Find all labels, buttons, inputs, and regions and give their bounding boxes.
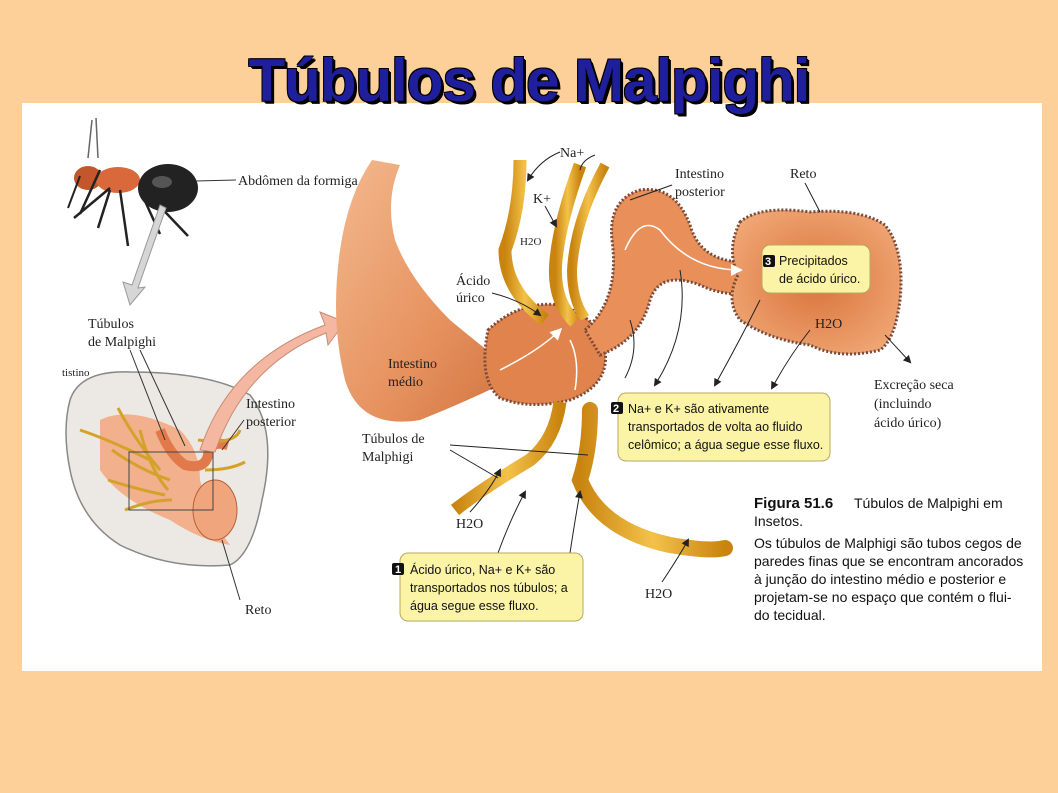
step-3-number: 3 — [765, 256, 771, 268]
midgut — [336, 160, 510, 422]
step-2-line1: Na+ e K+ são ativamente — [628, 402, 769, 416]
hindgut-left-label-line2: posterior — [246, 415, 296, 430]
hindgut — [583, 187, 772, 357]
malpighi-left-label-line1: Túbulos — [88, 317, 134, 332]
step-2-line3: celômico; a água segue esse fluxo. — [628, 438, 823, 452]
abdomen-label: Abdômen da formiga — [238, 174, 359, 189]
caption-heading-line1: Túbulos de Malpighi em — [854, 495, 1003, 511]
step-1-line2: transportados nos túbulos; a — [410, 581, 568, 595]
slide-title: Túbulos de Malpighi — [248, 47, 811, 114]
h2o-small-label: H2O — [520, 236, 541, 248]
abdomen-leader — [195, 179, 237, 182]
tubule-upper-right — [548, 162, 587, 327]
hindgut-right-label-line1: Intestino — [675, 167, 724, 182]
zoom-arrow — [199, 311, 346, 453]
step-2-box: 2 Na+ e K+ são ativamente transportados … — [611, 392, 831, 462]
dry-excretion-label-line3: ácido úrico) — [874, 416, 942, 431]
k-ion-label: K+ — [533, 192, 551, 207]
hindgut-left-label-line1: Intestino — [246, 397, 295, 412]
malpighi-left-leader — [129, 349, 166, 441]
tubule-lower-left — [450, 401, 567, 516]
caption-body-line2: paredes finas que se encontram ancorados — [754, 553, 1023, 569]
malpighi-left-label-line2: de Malpighi — [88, 335, 156, 350]
caption-body-line5: do tecidual. — [754, 607, 826, 623]
h2o-bottom-label: H2O — [645, 587, 672, 602]
caption-figure-label: Figura 51.6 — [754, 495, 833, 512]
hindgut-right-label-line2: posterior — [675, 185, 725, 200]
step-1-box: 1 Ácido úrico, Na+ e K+ são transportado… — [392, 552, 584, 622]
tubule-upper-left — [498, 159, 549, 326]
caption-body-line3: à junção do intestino médio e posterior … — [754, 571, 1006, 587]
uric-acid-label-line2: úrico — [456, 291, 485, 306]
caption-heading-line2: Insetos. — [754, 513, 803, 529]
gut-junction — [483, 302, 608, 407]
h2o-left-label: H2O — [456, 517, 483, 532]
h2o-rectum-label: H2O — [815, 317, 842, 332]
malpighi-center-label-line1: Túbulos de — [362, 432, 425, 447]
step-2-line2: transportados de volta ao fluido — [628, 420, 802, 434]
partial-cropped-label: tistino — [62, 367, 90, 379]
malpighi-center-label-line2: Malphigi — [362, 450, 413, 465]
uric-acid-label-line1: Ácido — [456, 272, 490, 289]
down-arrow — [122, 204, 167, 307]
step-3-line2: de ácido úrico. — [779, 272, 860, 286]
step-3-box: 3 Precipitados de ácido úrico. — [761, 244, 871, 294]
step-1-line3: água segue esse fluxo. — [410, 599, 539, 613]
dry-excretion-label-line2: (incluindo — [874, 397, 932, 412]
step-3-line1: Precipitados — [779, 254, 848, 268]
midgut-label-line2: médio — [388, 375, 423, 390]
step-1-line1: Ácido úrico, Na+ e K+ são — [410, 562, 555, 577]
step-1-number: 1 — [395, 564, 401, 576]
na-ion-label: Na+ — [560, 146, 584, 161]
caption-body-line4: projetam-se no espaço que contém o flui- — [754, 589, 1012, 605]
step-2-number: 2 — [613, 403, 619, 415]
rectum-left-label: Reto — [245, 603, 271, 618]
ant-illustration — [67, 117, 198, 247]
tubule-lower-right — [571, 402, 733, 558]
dry-excretion-label-line1: Excreção seca — [874, 378, 954, 393]
rectum-right-label: Reto — [790, 167, 816, 182]
caption-body-line1: Os túbulos de Malphigi são tubos cegos d… — [754, 535, 1022, 551]
figure-caption: Figura 51.6 Túbulos de Malpighi em Inset… — [754, 495, 1023, 623]
midgut-label-line1: Intestino — [388, 357, 437, 372]
